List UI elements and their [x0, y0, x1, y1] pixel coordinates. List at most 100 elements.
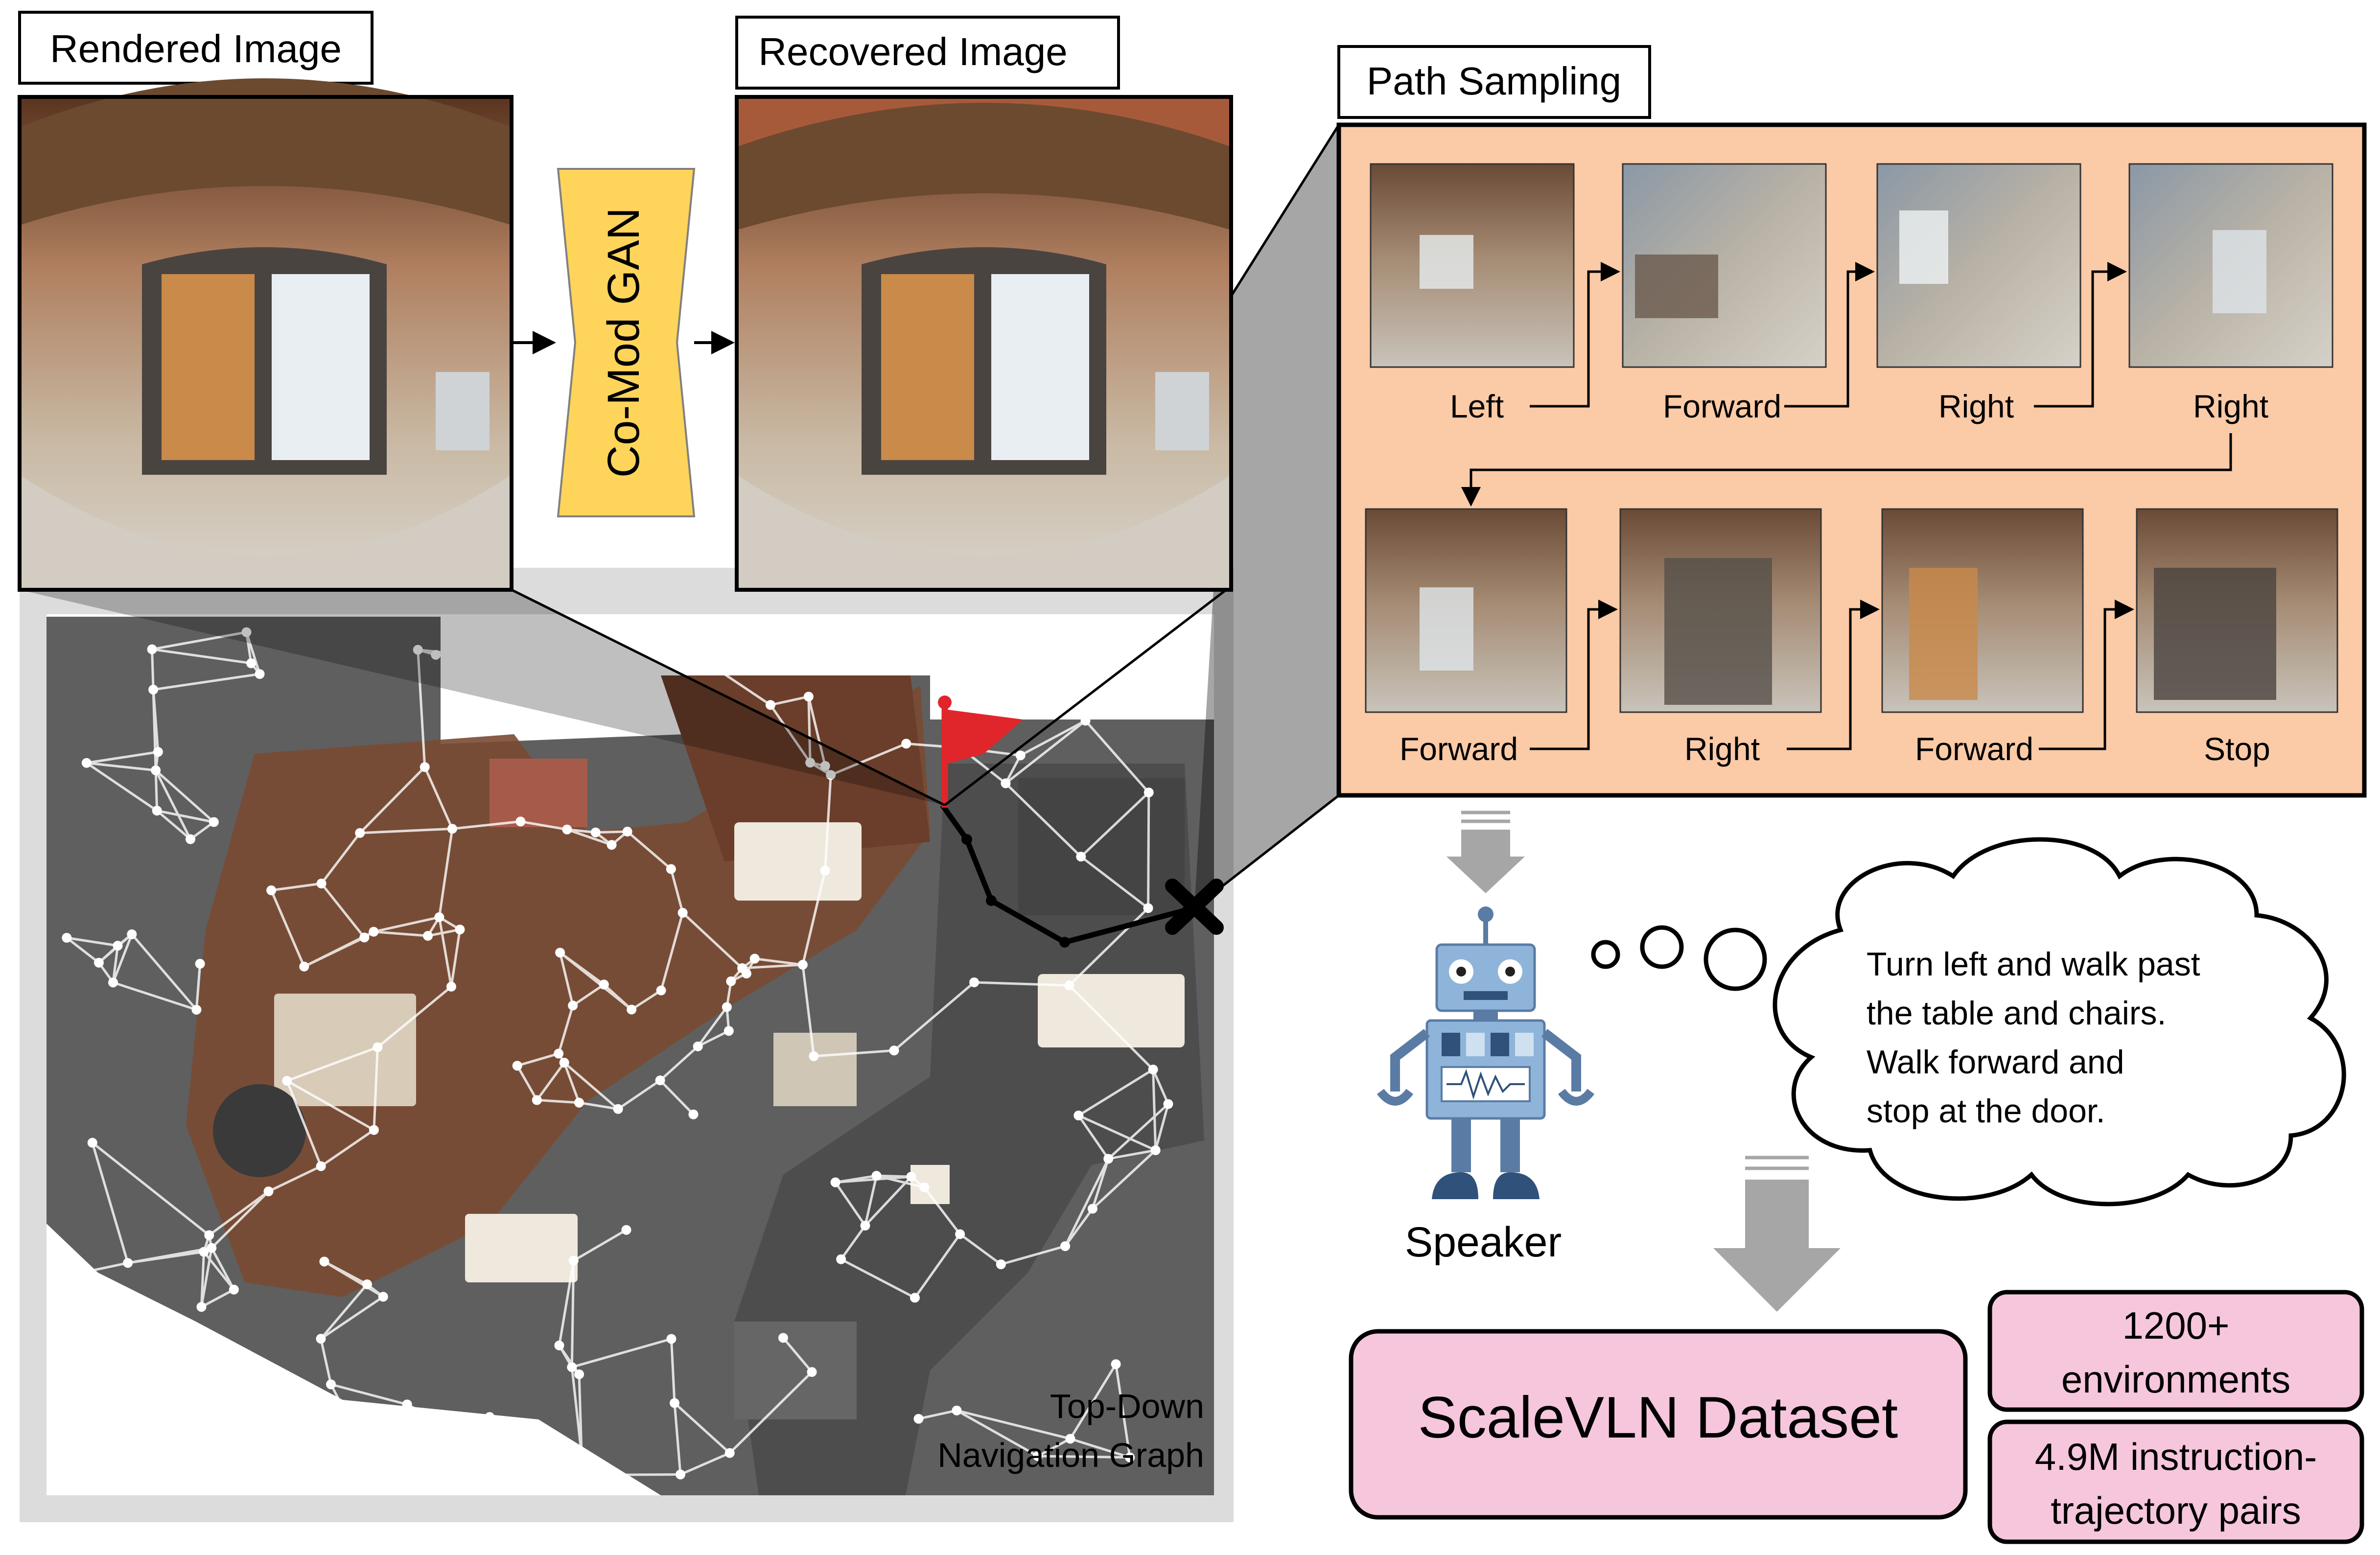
graph-edge — [876, 1174, 911, 1178]
graph-node — [1065, 1434, 1075, 1444]
graph-edge — [1152, 1069, 1157, 1151]
graph-node — [81, 758, 92, 768]
graph-node — [803, 692, 814, 702]
graph-edge — [66, 937, 100, 964]
graph-edge — [271, 882, 322, 892]
graph-edge — [443, 1416, 490, 1425]
graph-node — [246, 658, 257, 669]
graph-node — [299, 961, 309, 972]
graph-edge — [1147, 792, 1150, 908]
graph-node — [836, 1254, 846, 1264]
dataset-box — [1349, 1329, 1968, 1520]
graph-edge — [200, 1248, 213, 1307]
graph-node — [62, 933, 72, 943]
graph-node — [63, 1270, 73, 1280]
graph-node — [152, 806, 162, 816]
graph-edge — [918, 1409, 957, 1420]
graph-edge — [152, 648, 252, 665]
dataset-block: ScaleVLN Dataset 1200+ environments 4.9M… — [1349, 1290, 2364, 1544]
graph-edge — [452, 820, 521, 830]
graph-node — [969, 977, 980, 988]
graph-node — [666, 1334, 677, 1344]
graph-node — [512, 1061, 522, 1071]
graph-edge — [974, 981, 1070, 987]
speaker-label: Speaker — [1405, 1219, 1562, 1266]
graph-edge — [742, 963, 803, 970]
graph-node — [807, 1367, 817, 1377]
graph-node — [434, 912, 444, 922]
graph-node — [820, 761, 830, 771]
graph-node — [778, 1333, 788, 1343]
graph-node — [144, 1415, 155, 1425]
action-label-8: Stop — [2204, 731, 2270, 767]
graph-edge — [1080, 856, 1149, 909]
graph-node — [677, 907, 688, 918]
graph-node — [209, 817, 219, 827]
graph-edge — [563, 1062, 581, 1103]
graph-node — [191, 1004, 202, 1015]
graph-node — [1103, 1154, 1114, 1164]
graph-node — [562, 824, 572, 835]
graph-node — [586, 1470, 596, 1480]
graph-node — [485, 1412, 495, 1422]
graph-node — [655, 1075, 665, 1086]
graph-edge — [373, 916, 440, 933]
graph-edge — [769, 704, 812, 764]
graph-node — [590, 827, 601, 837]
graph-node — [688, 1109, 699, 1119]
graph-edge — [830, 743, 907, 776]
graph-node — [577, 1450, 587, 1460]
graph-edge — [154, 769, 192, 840]
zoom-wedge-rendered — [20, 590, 945, 805]
graph-edge — [324, 1260, 368, 1286]
graph-node — [1125, 1452, 1135, 1462]
graph-node — [724, 1448, 735, 1458]
graph-edge — [68, 1261, 128, 1277]
graph-node — [431, 650, 441, 660]
graph-edge — [1078, 1068, 1154, 1117]
graph-node — [490, 1432, 500, 1442]
graph-node — [919, 1182, 930, 1192]
graph-edge — [195, 1396, 254, 1472]
graph-edge — [1092, 1149, 1157, 1210]
navigation-graph-edges — [66, 631, 1169, 1477]
graph-edge — [156, 810, 191, 840]
graph-edge — [373, 1047, 379, 1130]
action-label-5: Forward — [1400, 731, 1518, 767]
instruction-line-2: the table and chairs. — [1867, 995, 2166, 1032]
graph-edge — [571, 1338, 672, 1369]
graph-edge — [1084, 719, 1150, 793]
graph-node — [617, 671, 628, 681]
graph-edge — [563, 1062, 619, 1110]
graph-node — [255, 669, 265, 679]
graph-node — [1087, 1204, 1097, 1214]
graph-node — [567, 703, 578, 713]
graph-edge — [840, 1225, 866, 1260]
recovered-image-label: Recovered Image — [758, 30, 1067, 73]
graph-edge — [518, 695, 562, 725]
graph-edge — [536, 1062, 565, 1101]
graph-edge — [893, 981, 975, 1052]
graph-edge — [516, 1065, 538, 1101]
graph-node — [613, 1104, 623, 1114]
graph-edge — [149, 1395, 197, 1421]
graph-node — [574, 1097, 584, 1108]
graph-edge — [537, 1099, 580, 1104]
graph-node — [1150, 1145, 1161, 1155]
graph-edge — [913, 1233, 961, 1299]
graph-node — [1143, 903, 1153, 913]
stat-pairs-line1: 4.9M instruction- — [2035, 1435, 2317, 1478]
graph-edge — [438, 828, 454, 918]
graph-node — [574, 1369, 584, 1379]
graph-node — [1033, 1451, 1043, 1461]
graph-node — [369, 1125, 379, 1135]
graph-node — [820, 865, 830, 876]
graph-node — [326, 1379, 336, 1390]
graph-node — [263, 1186, 274, 1197]
graph-node — [378, 1292, 388, 1302]
graph-edge — [814, 1049, 894, 1058]
graph-node — [568, 1255, 579, 1266]
graph-edge — [362, 1422, 444, 1447]
graph-node — [196, 1302, 207, 1312]
